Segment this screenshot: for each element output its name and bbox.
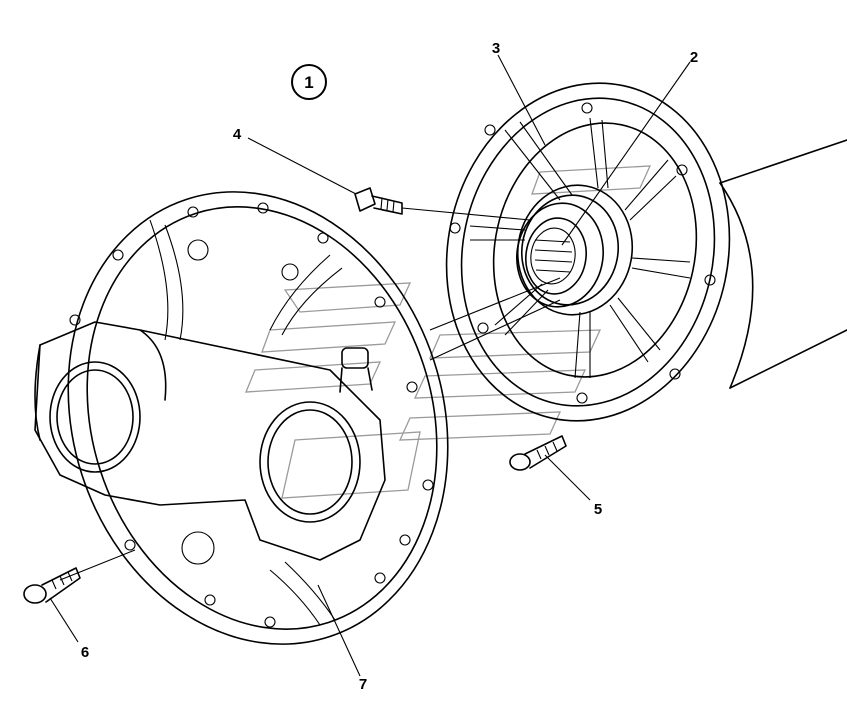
leader-lines [49, 54, 691, 677]
callout-7: 7 [359, 676, 367, 693]
callout-4: 4 [233, 126, 242, 143]
callout-3: 3 [492, 40, 500, 57]
flange-plate [445, 82, 731, 422]
differential-housing [34, 191, 449, 645]
callout-5: 5 [594, 501, 602, 518]
splined-hub [516, 202, 604, 308]
bolt-6 [23, 567, 81, 604]
bolt-4 [354, 187, 403, 215]
axle-shaft [429, 139, 847, 389]
watermark-logo [245, 165, 652, 499]
callout-6: 6 [81, 644, 89, 661]
callout-2: 2 [690, 49, 698, 66]
figure-number-marker: 1 [291, 64, 327, 100]
figure-number: 1 [304, 73, 313, 92]
bolt-5 [509, 435, 567, 471]
